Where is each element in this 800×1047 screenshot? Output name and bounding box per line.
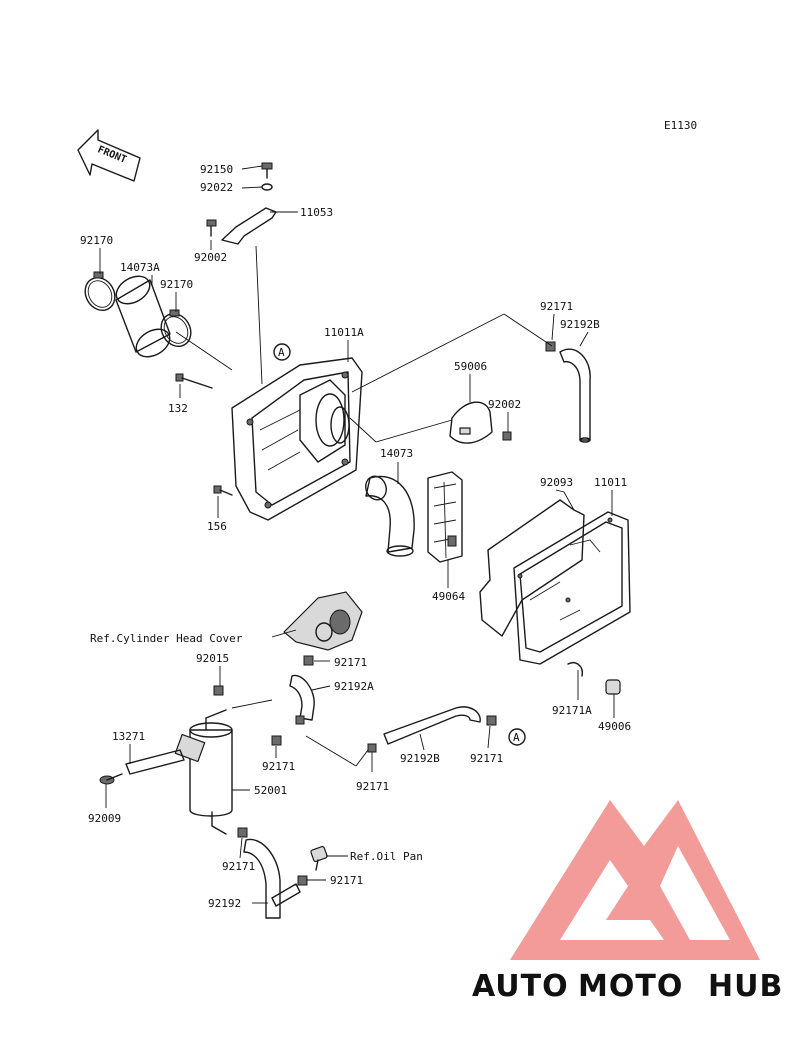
pin-13271 <box>125 749 185 775</box>
ref-cylinder-head-cover: Ref.Cylinder Head Cover <box>90 632 243 645</box>
label-59006: 59006 <box>454 360 487 373</box>
label-92192A: 92192A <box>334 680 374 693</box>
clamp-92171-lower-left <box>237 827 248 838</box>
label-92171-lower-left: 92171 <box>222 860 255 873</box>
label-92192: 92192 <box>208 897 241 910</box>
label-92192B-lower: 92192B <box>400 752 440 765</box>
clamp-92171-top <box>545 341 556 352</box>
label-92171-center: 92171 <box>334 656 367 669</box>
label-132: 132 <box>168 402 188 415</box>
bracket-11053 <box>221 207 277 245</box>
oil-pan-fitting <box>310 845 328 871</box>
part-labels: 92150 92022 11053 92002 92170 14073A 921… <box>80 163 631 910</box>
bolt-92002-upper <box>206 219 217 237</box>
label-14073A: 14073A <box>120 261 160 274</box>
cylinder-head-cover-ref <box>283 591 363 651</box>
label-92022: 92022 <box>200 181 233 194</box>
label-52001: 52001 <box>254 784 287 797</box>
watermark-word-auto: AUTO <box>472 969 569 1004</box>
callout-a-lower: A <box>508 728 526 746</box>
duct-14073A <box>115 275 171 358</box>
bolt-92150 <box>261 162 273 179</box>
plate-59006 <box>449 401 493 444</box>
label-156: 156 <box>207 520 227 533</box>
label-92171-mid: 92171 <box>356 780 389 793</box>
hose-92192-branch <box>271 883 301 907</box>
callout-a-lower-letter: A <box>513 731 520 744</box>
label-92015: 92015 <box>196 652 229 665</box>
housing-11011A <box>231 357 363 521</box>
watermark-mark-icon <box>510 800 760 960</box>
clamp-92171-separator <box>271 735 282 746</box>
label-49006: 49006 <box>598 720 631 733</box>
label-92002-upper: 92002 <box>194 251 227 264</box>
hose-92192 <box>243 838 281 919</box>
clamp-92171-center <box>303 655 314 666</box>
callout-a-upper: A <box>273 343 291 361</box>
label-92170-left: 92170 <box>80 234 113 247</box>
clamp-92170-right <box>160 309 192 348</box>
clamp-92171A <box>567 662 583 677</box>
label-49064: 49064 <box>432 590 465 603</box>
hose-92192A <box>289 674 315 721</box>
label-11053: 11053 <box>300 206 333 219</box>
label-92002-right: 92002 <box>488 398 521 411</box>
label-92170-right: 92170 <box>160 278 193 291</box>
clamp-92171-mid <box>367 743 377 753</box>
bolt-92009 <box>99 773 123 785</box>
label-92171-separator: 92171 <box>262 760 295 773</box>
label-92150: 92150 <box>200 163 233 176</box>
clamp-92170-left <box>84 271 116 312</box>
watermark-logo: AUTO MOTO HUB <box>472 800 783 1004</box>
plug-49006 <box>605 679 621 695</box>
label-13271: 13271 <box>112 730 145 743</box>
hose-92192B-lower <box>383 706 481 745</box>
front-arrow: FRONT <box>77 129 141 182</box>
hose-92192B-upper <box>559 348 591 443</box>
clamp-92171-joint <box>295 715 305 725</box>
front-label: FRONT <box>96 144 128 165</box>
washer-92022 <box>261 183 273 191</box>
label-11011A: 11011A <box>324 326 364 339</box>
bolt-156 <box>213 485 233 496</box>
element-49064 <box>427 471 463 563</box>
label-11011: 11011 <box>594 476 627 489</box>
bolt-132 <box>175 373 213 389</box>
clamp-92171-bottom <box>297 875 308 886</box>
diagram-code: E1130 <box>664 119 697 132</box>
label-92192B-upper: 92192B <box>560 318 600 331</box>
leader-lines <box>99 165 615 904</box>
watermark-word-moto: MOTO <box>578 969 683 1004</box>
bolt-92015 <box>213 685 224 696</box>
label-92171-top: 92171 <box>540 300 573 313</box>
label-92093: 92093 <box>540 476 573 489</box>
callout-a-upper-letter: A <box>278 346 285 359</box>
label-14073: 14073 <box>380 447 413 460</box>
label-92171-right: 92171 <box>470 752 503 765</box>
label-92171A: 92171A <box>552 704 592 717</box>
ref-oil-pan: Ref.Oil Pan <box>350 850 423 863</box>
clamp-92171-right <box>486 715 497 726</box>
separator-52001 <box>174 709 233 835</box>
label-92009: 92009 <box>88 812 121 825</box>
label-92171-bottom: 92171 <box>330 874 363 887</box>
bolt-92002-right <box>502 431 512 441</box>
cover-11011 <box>513 511 631 665</box>
watermark-word-hub: HUB <box>708 969 783 1004</box>
duct-14073 <box>365 475 415 557</box>
